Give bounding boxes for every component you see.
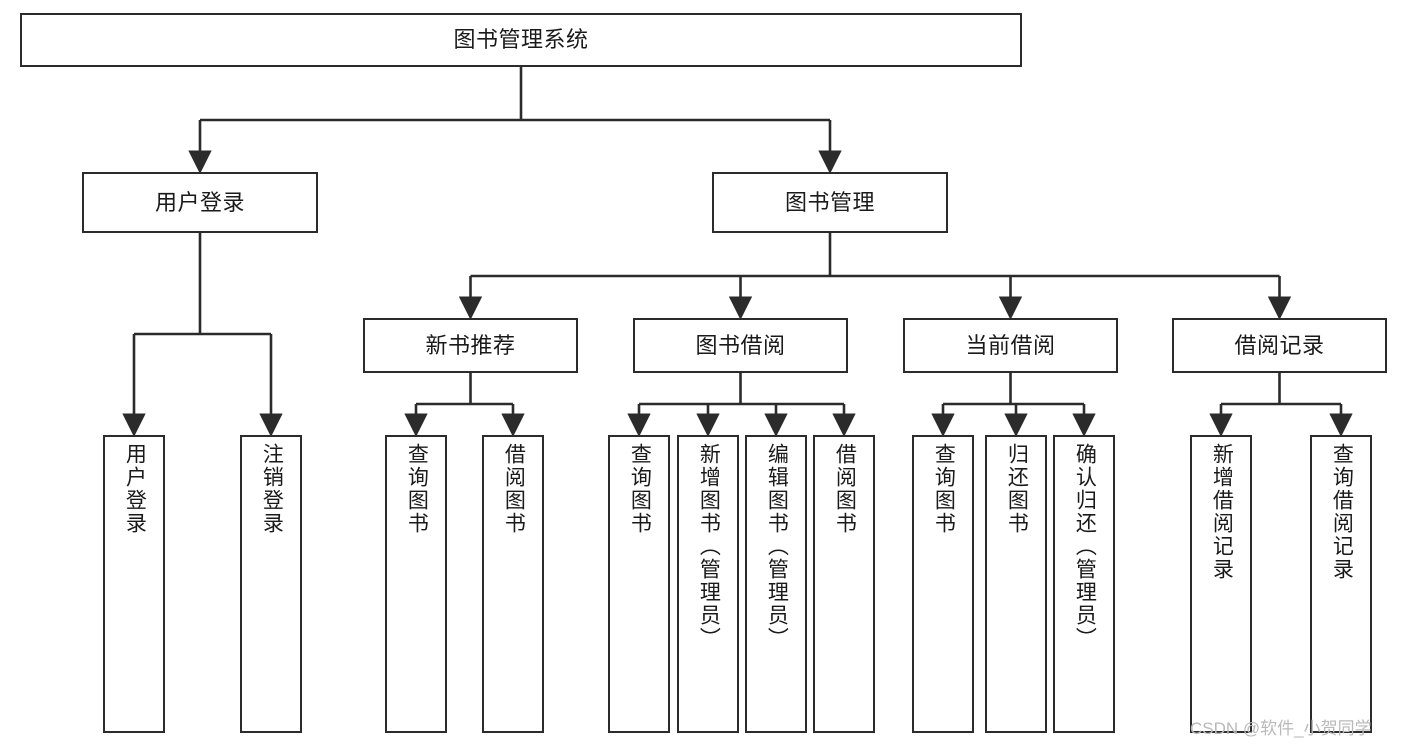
node-label: 借阅记录 [1234,332,1325,358]
node-label: 注销登录 [260,443,284,535]
csdn-watermark: CSDN @软件_小贺同学 [1190,719,1372,738]
node-borrow[interactable]: 图书借阅 [633,318,848,373]
node-leaf7[interactable]: 编辑图书（管理员） [745,435,807,733]
node-label: 图书借阅 [695,332,786,358]
node-label: 借阅图书 [502,443,526,535]
node-label: 借阅图书 [833,443,857,535]
node-login[interactable]: 用户登录 [82,172,318,233]
node-label: 当前借阅 [965,332,1056,358]
node-label: 查询图书 [932,443,956,535]
node-leaf5[interactable]: 查询图书 [608,435,670,733]
node-label: 新增借阅记录 [1210,443,1234,581]
node-record[interactable]: 借阅记录 [1172,318,1387,373]
node-label: 查询借阅记录 [1330,443,1354,581]
node-leaf13[interactable]: 查询借阅记录 [1310,435,1372,733]
node-leaf8[interactable]: 借阅图书 [813,435,875,733]
node-label: 查询图书 [405,443,429,535]
node-root[interactable]: 图书管理系统 [20,13,1022,67]
node-leaf4[interactable]: 借阅图书 [482,435,544,733]
node-leaf12[interactable]: 新增借阅记录 [1190,435,1252,733]
node-leaf3[interactable]: 查询图书 [385,435,447,733]
node-label: 图书管理 [784,189,875,215]
node-label: 确认归还（管理员） [1073,443,1097,650]
node-leaf2[interactable]: 注销登录 [240,435,302,733]
node-label: 查询图书 [628,443,652,535]
node-leaf10[interactable]: 归还图书 [985,435,1047,733]
node-label: 新增图书（管理员） [697,443,721,650]
node-label: 图书管理系统 [453,27,589,53]
node-leaf11[interactable]: 确认归还（管理员） [1053,435,1115,733]
node-leaf6[interactable]: 新增图书（管理员） [677,435,739,733]
node-leaf1[interactable]: 用户登录 [103,435,165,733]
node-newbook[interactable]: 新书推荐 [363,318,578,373]
node-label: 编辑图书（管理员） [765,443,789,650]
node-label: 新书推荐 [425,332,516,358]
node-leaf9[interactable]: 查询图书 [912,435,974,733]
node-label: 归还图书 [1005,443,1029,535]
node-label: 用户登录 [154,189,245,215]
node-bookmgmt[interactable]: 图书管理 [712,172,948,233]
node-label: 用户登录 [123,443,147,535]
node-current[interactable]: 当前借阅 [903,318,1118,373]
